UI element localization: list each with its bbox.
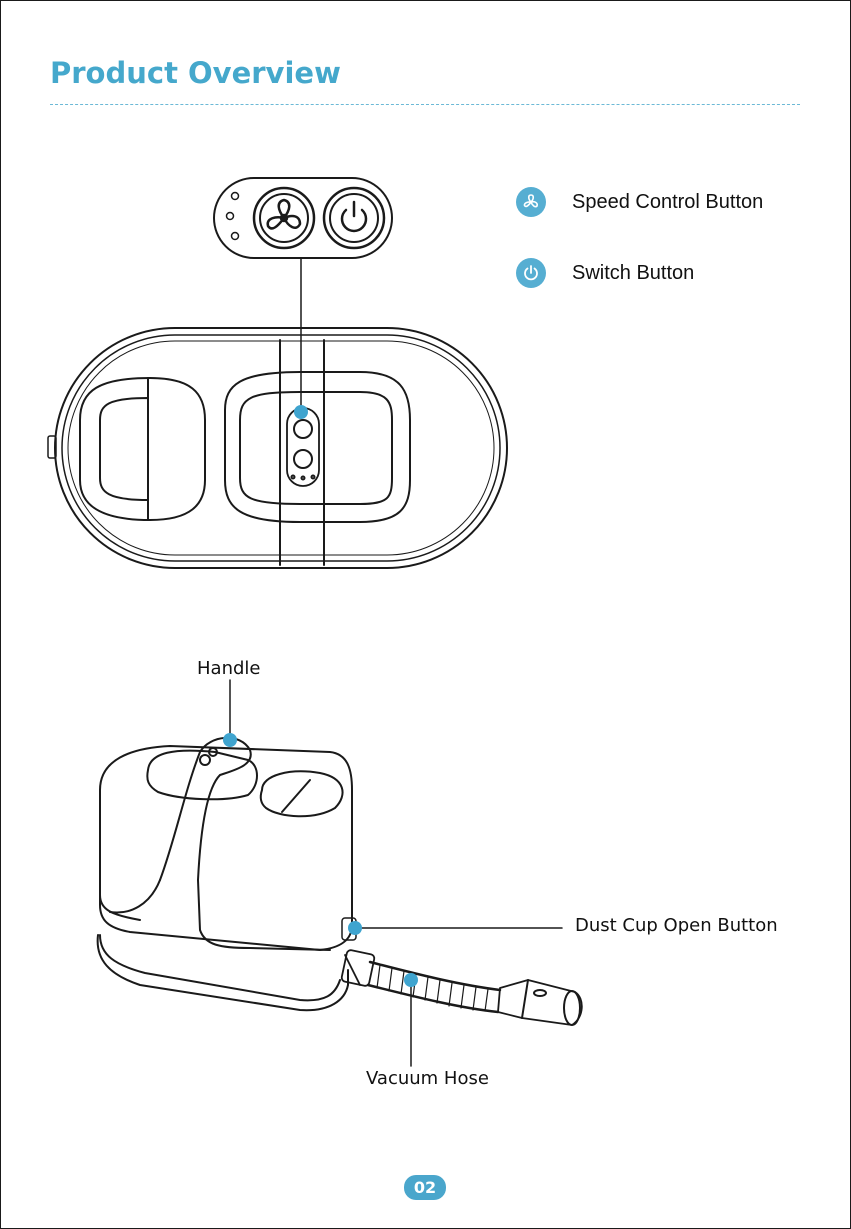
legend-speed-control: Speed Control Button — [516, 187, 763, 217]
legend-label-speed: Speed Control Button — [572, 191, 763, 214]
handle-marker — [223, 733, 237, 747]
control-panel-closeup — [214, 178, 392, 258]
perspective-view — [98, 738, 582, 1025]
fan-icon — [516, 187, 546, 217]
page-number-badge: 02 — [404, 1175, 446, 1200]
dust-cup-marker — [348, 921, 362, 935]
legend-switch: Switch Button — [516, 258, 694, 288]
hose-marker — [404, 973, 418, 987]
callout-dust-cup-open-button: Dust Cup Open Button — [575, 915, 778, 936]
legend-label-switch: Switch Button — [572, 262, 694, 285]
power-icon — [516, 258, 546, 288]
power-icon — [342, 202, 366, 231]
callout-vacuum-hose: Vacuum Hose — [366, 1068, 489, 1089]
callout-handle: Handle — [197, 658, 260, 679]
control-panel-marker — [294, 405, 308, 419]
top-view — [48, 328, 507, 568]
fan-icon — [268, 200, 300, 228]
